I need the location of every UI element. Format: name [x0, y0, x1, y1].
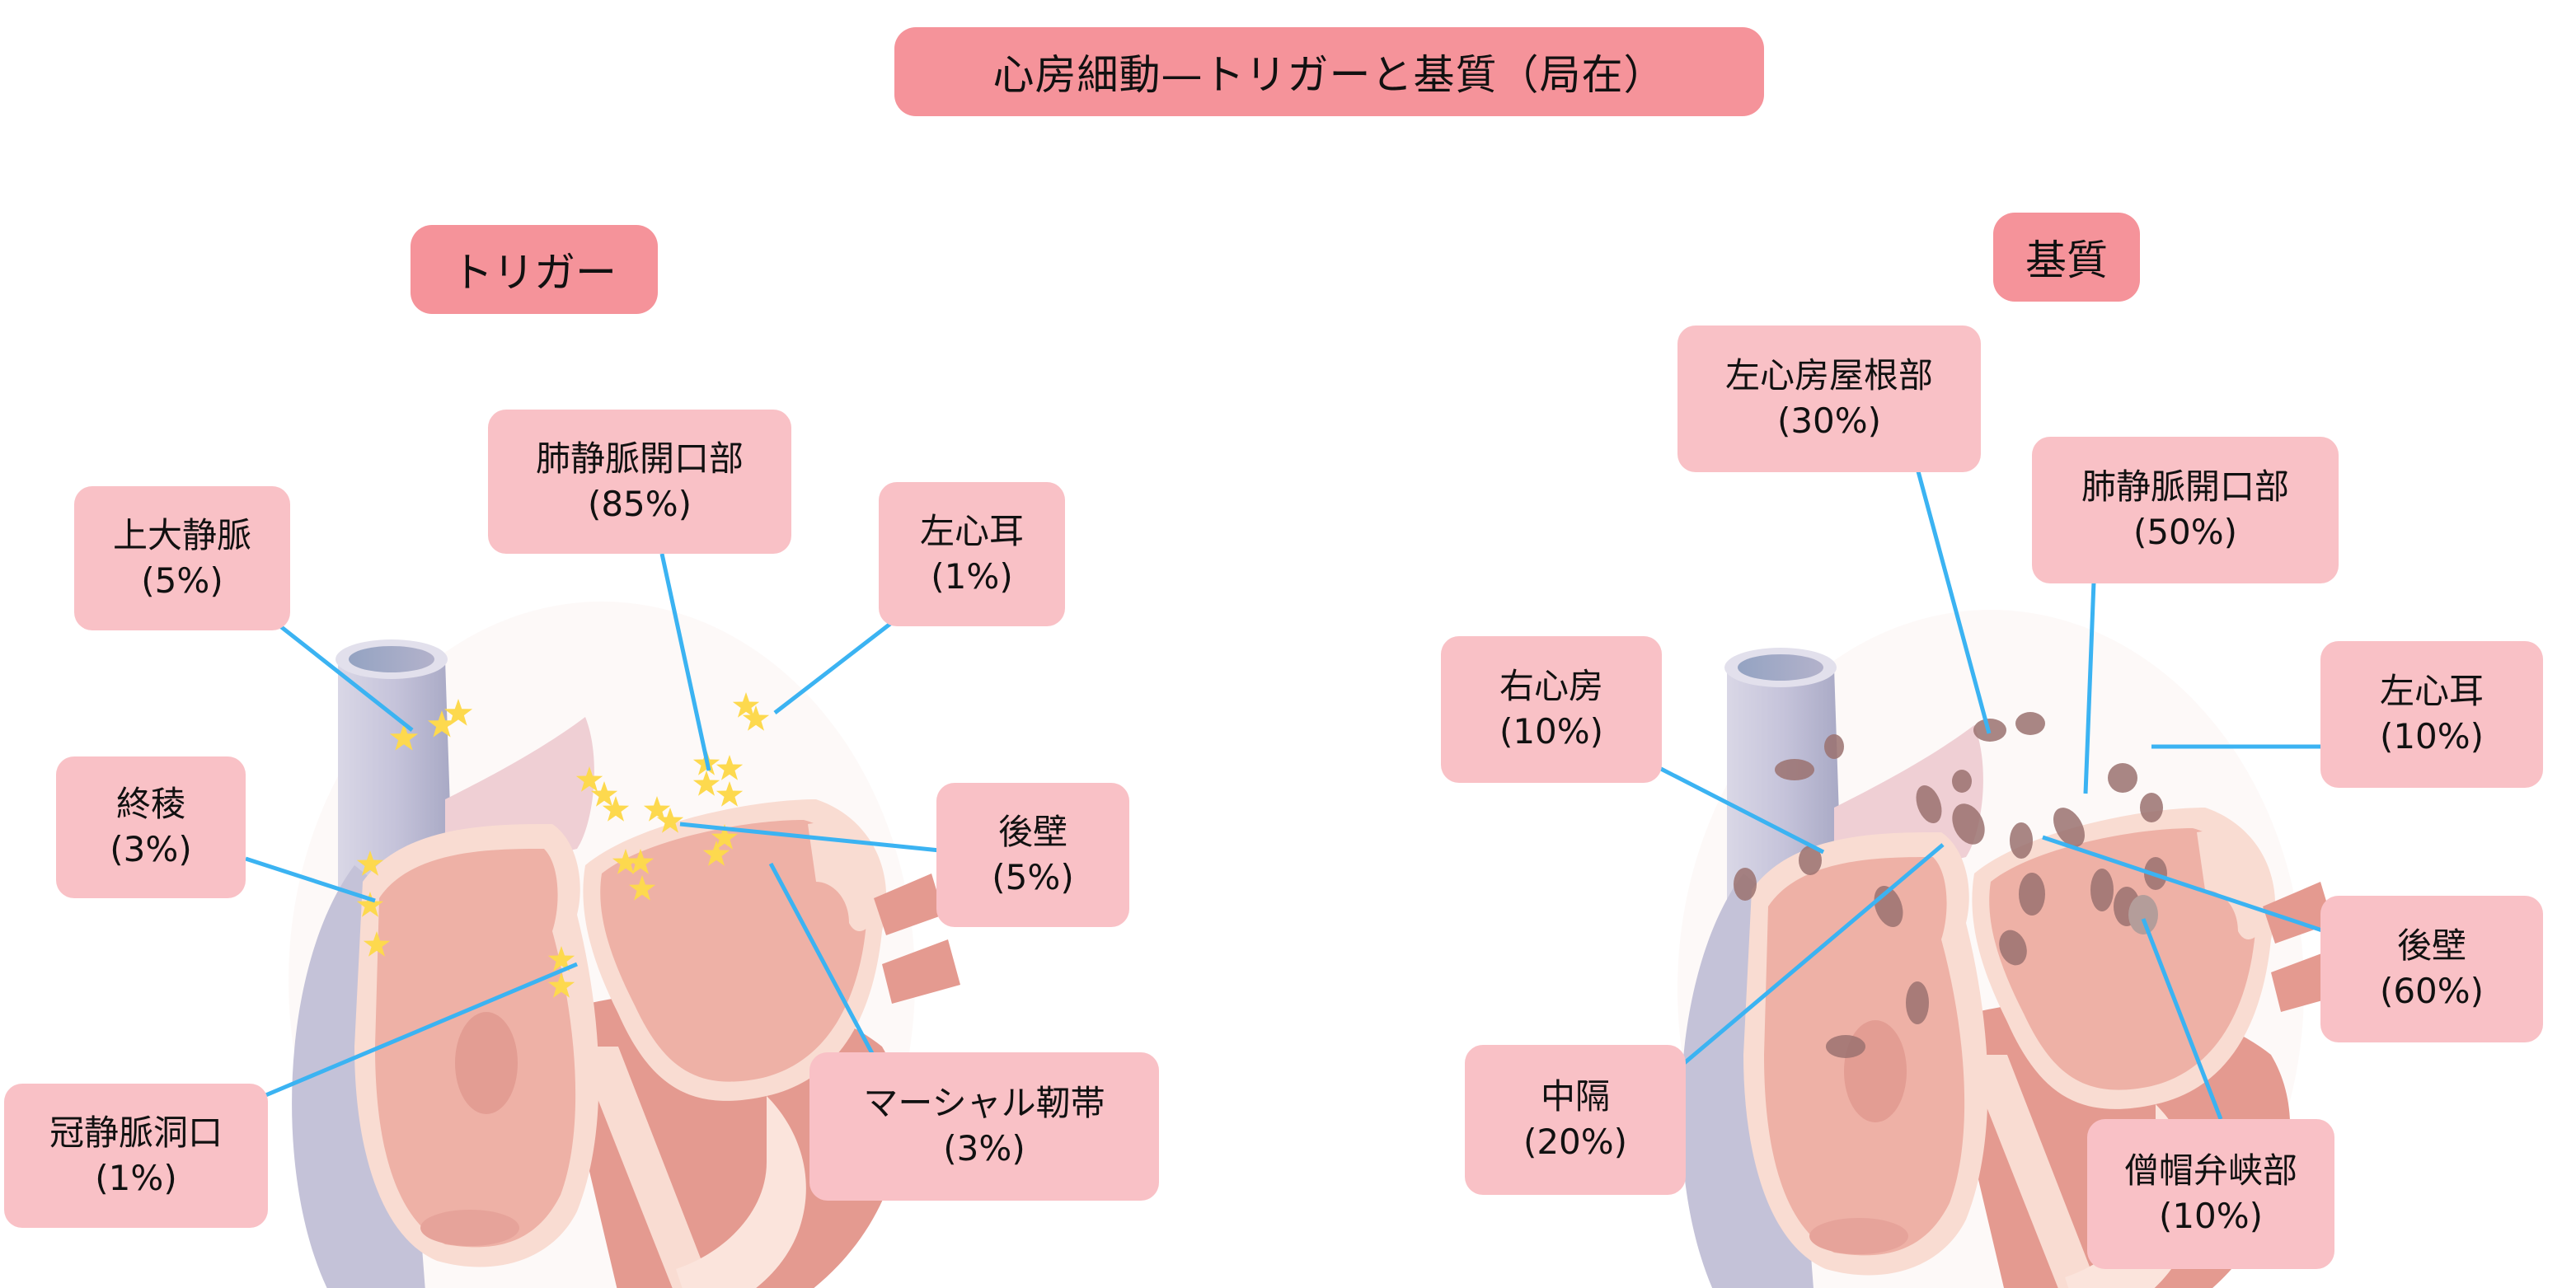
label-percent: (5%) — [992, 856, 1074, 897]
trigger-label-ligament-of-marshall: マーシャル靭帯 (3%) — [809, 1052, 1159, 1201]
label-name: 肺静脈開口部 — [2081, 466, 2289, 508]
substrate-label-la-roof: 左心房屋根部 (30%) — [1677, 326, 1981, 472]
substrate-section-header: 基質 — [1993, 213, 2140, 302]
label-percent: (1%) — [95, 1157, 177, 1198]
label-name: 後壁 — [2396, 925, 2466, 967]
label-name: マーシャル靭帯 — [863, 1083, 1105, 1124]
label-name: 右心房 — [1499, 666, 1603, 707]
trigger-section-header: トリガー — [411, 225, 658, 314]
label-percent: (3%) — [943, 1128, 1025, 1169]
label-name: 左心耳 — [919, 510, 1024, 551]
label-percent: (10%) — [1499, 711, 1604, 752]
trigger-label-svc: 上大静脈 (5%) — [74, 486, 290, 630]
trigger-label-crista-terminalis: 終稜 (3%) — [56, 756, 246, 898]
substrate-label-posterior-wall: 後壁 (60%) — [2320, 896, 2543, 1042]
label-name: 上大静脈 — [112, 514, 251, 555]
label-name: 左心房屋根部 — [1724, 355, 1933, 396]
trigger-leader-lines — [245, 553, 941, 1098]
label-name: 左心耳 — [2379, 671, 2484, 712]
label-percent: (3%) — [110, 829, 192, 869]
label-name: 終稜 — [115, 784, 185, 825]
substrate-label-right-atrium: 右心房 (10%) — [1441, 636, 1662, 783]
trigger-label-pv-ostium: 肺静脈開口部 (85%) — [488, 410, 791, 554]
label-percent: (85%) — [587, 483, 692, 524]
label-percent: (60%) — [2379, 971, 2485, 1011]
label-percent: (5%) — [141, 560, 223, 601]
substrate-leader-lines — [1639, 471, 2325, 1120]
label-name: 僧帽弁峡部 — [2123, 1150, 2297, 1192]
substrate-label-pv-ostium: 肺静脈開口部 (50%) — [2032, 437, 2339, 583]
label-name: 後壁 — [997, 811, 1067, 852]
label-percent: (10%) — [2379, 716, 2485, 756]
trigger-label-cs-ostium: 冠静脈洞口 (1%) — [4, 1084, 268, 1228]
main-title: 心房細動—トリガーと基質（局在） — [894, 27, 1764, 116]
label-name: 中隔 — [1540, 1076, 1610, 1117]
label-name: 肺静脈開口部 — [535, 438, 744, 479]
label-name: 冠静脈洞口 — [49, 1112, 223, 1153]
substrate-label-septum: 中隔 (20%) — [1465, 1045, 1686, 1195]
substrate-fibrosis-spots — [1734, 712, 2167, 1058]
substrate-label-laa: 左心耳 (10%) — [2320, 641, 2543, 788]
label-percent: (1%) — [931, 555, 1013, 597]
label-percent: (30%) — [1776, 400, 1882, 441]
label-percent: (20%) — [1523, 1122, 1628, 1162]
label-percent: (10%) — [2158, 1196, 2264, 1236]
substrate-label-mitral-isthmus: 僧帽弁峡部 (10%) — [2087, 1119, 2334, 1269]
trigger-label-posterior-wall: 後壁 (5%) — [936, 783, 1129, 927]
label-percent: (50%) — [2133, 512, 2238, 552]
trigger-label-laa: 左心耳 (1%) — [879, 482, 1065, 626]
